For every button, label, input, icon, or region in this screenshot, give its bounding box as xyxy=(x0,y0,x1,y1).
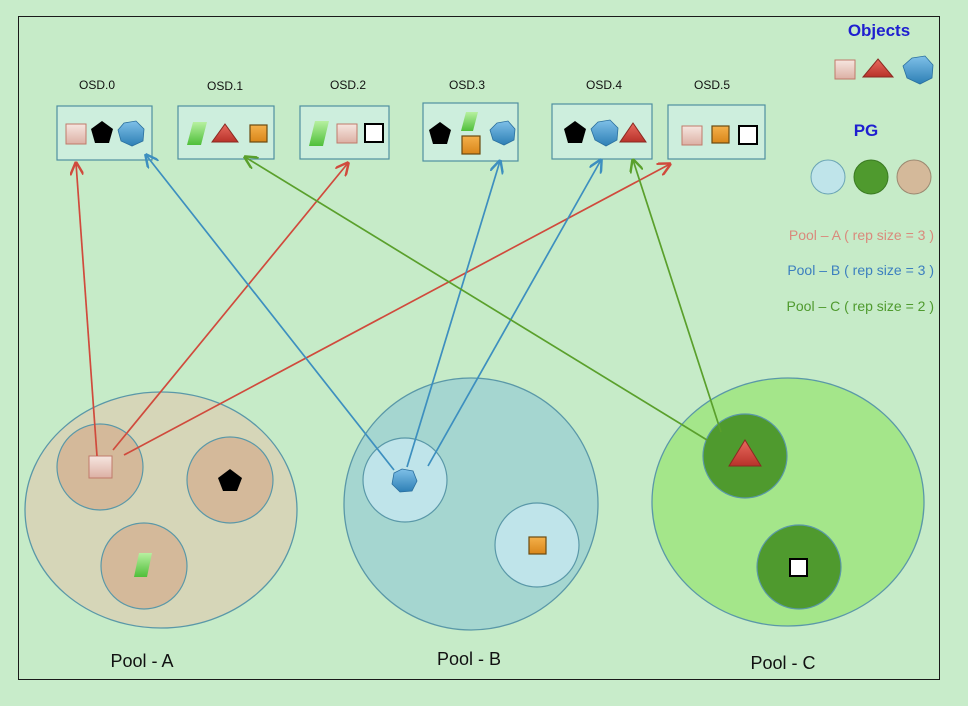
arrow-pool-a-to-osd0 xyxy=(76,163,98,457)
blue-heptagon-icon xyxy=(117,120,145,147)
orange-square-icon xyxy=(711,125,730,144)
legend-pool-a: Pool – A ( rep size = 3 ) xyxy=(789,227,934,243)
legend-pg-tan xyxy=(896,159,932,195)
legend-pool-b: Pool – B ( rep size = 3 ) xyxy=(787,262,934,278)
black-pentagon-icon xyxy=(564,121,586,143)
arrow-pool-b-to-osd4 xyxy=(427,160,601,467)
pink-square-icon xyxy=(336,123,358,144)
red-triangle-icon xyxy=(728,439,762,467)
legend-pg-blue xyxy=(810,159,846,195)
arrow-pool-b-to-osd3 xyxy=(406,161,500,468)
white-square-icon xyxy=(364,123,384,143)
legend-pg-green xyxy=(853,159,889,195)
osd-label-1: OSD.1 xyxy=(207,79,243,93)
legend-pool-c: Pool – C ( rep size = 2 ) xyxy=(787,298,934,314)
green-parallelogram-icon xyxy=(309,121,329,146)
white-square-icon xyxy=(738,125,758,145)
legend-red-triangle-icon xyxy=(861,58,895,78)
osd-label-4: OSD.4 xyxy=(586,78,622,92)
black-pentagon-icon xyxy=(429,122,451,144)
osd-label-3: OSD.3 xyxy=(449,78,485,92)
green-parallelogram-icon xyxy=(134,553,152,577)
orange-square-icon xyxy=(461,135,481,155)
pool-b-label: Pool - B xyxy=(437,649,501,669)
white-square-icon xyxy=(789,558,808,577)
arrow-pool-a-to-osd5 xyxy=(123,164,670,456)
arrow-pool-c-to-osd4 xyxy=(633,160,722,433)
legend-pg-title: PG xyxy=(854,121,879,140)
pink-square-icon xyxy=(681,125,703,146)
green-parallelogram-icon xyxy=(187,122,207,145)
pool-c-label: Pool - C xyxy=(750,653,815,673)
arrow-pool-b-to-osd0 xyxy=(146,155,395,471)
red-triangle-icon xyxy=(211,123,239,143)
arrow-pool-a-to-osd2 xyxy=(112,163,348,451)
blue-heptagon-icon xyxy=(489,120,516,146)
orange-square-icon xyxy=(249,124,268,143)
legend-objects-title: Objects xyxy=(848,21,910,40)
black-pentagon-icon xyxy=(91,121,113,143)
osd-label-5: OSD.5 xyxy=(694,78,730,92)
osd-label-2: OSD.2 xyxy=(330,78,366,92)
blue-heptagon-icon xyxy=(590,119,619,147)
blue-heptagon-icon xyxy=(391,468,418,493)
osd-label-0: OSD.0 xyxy=(79,78,115,92)
black-pentagon-icon xyxy=(218,469,242,491)
pink-square-icon xyxy=(65,123,87,145)
red-triangle-icon xyxy=(619,122,647,143)
pool-a-label: Pool - A xyxy=(110,651,173,671)
legend-blue-heptagon-icon xyxy=(902,55,934,85)
arrow-pool-c-to-osd1 xyxy=(245,157,708,441)
pink-square-icon xyxy=(88,455,113,479)
orange-square-icon xyxy=(528,536,547,555)
green-parallelogram-icon xyxy=(461,112,478,131)
legend-pink-square-icon xyxy=(834,59,856,80)
